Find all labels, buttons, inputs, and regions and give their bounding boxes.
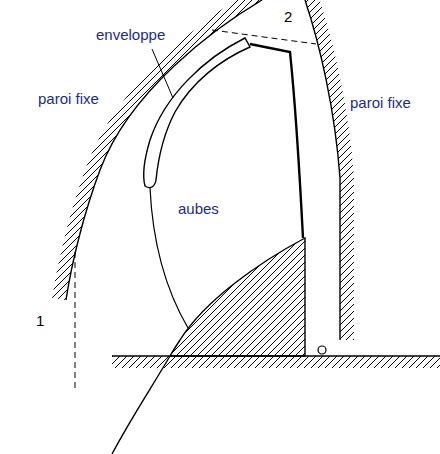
section-number: 2 [284, 8, 292, 26]
blade-trailing-edge [250, 44, 303, 238]
shaft-line [112, 355, 440, 356]
part-label: paroi fixe [38, 90, 99, 108]
hub-nose [112, 356, 170, 454]
part-label: enveloppe [96, 26, 165, 44]
section-line [75, 252, 76, 392]
shaft-hatching [112, 356, 440, 368]
part-label: paroi fixe [350, 94, 411, 112]
hub-section [170, 238, 305, 356]
fixed-wall [305, 0, 340, 340]
shroud [144, 38, 250, 188]
wall-hatching [305, 0, 340, 340]
wall-hatching [66, 0, 262, 300]
seal-symbol [318, 346, 326, 354]
fixed-wall [66, 0, 262, 300]
section-number: 1 [36, 312, 44, 330]
part-label: aubes [178, 200, 219, 218]
section-line [212, 30, 316, 44]
leader-line [152, 49, 173, 98]
